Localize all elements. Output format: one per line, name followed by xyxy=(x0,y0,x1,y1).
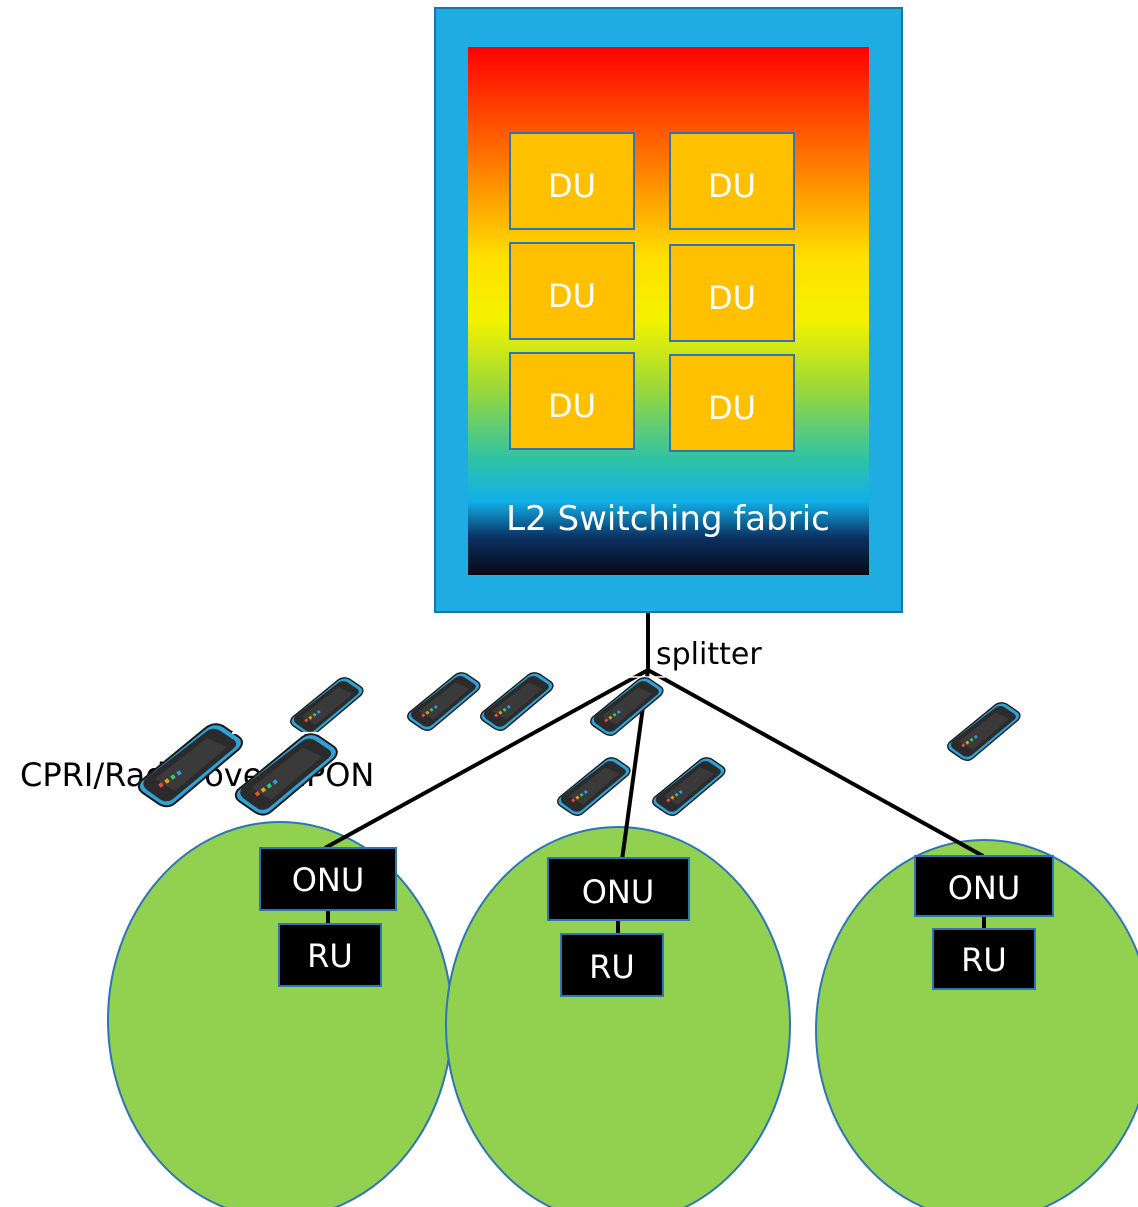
smartphone-icon xyxy=(405,671,482,731)
smartphone-icon xyxy=(555,756,632,816)
onu-label: ONU xyxy=(292,861,365,899)
onu-label: ONU xyxy=(582,873,655,911)
cell-2-coverage xyxy=(445,826,791,1207)
ru-label: RU xyxy=(307,937,353,975)
du-unit: DU xyxy=(509,242,635,340)
du-unit: DU xyxy=(509,132,635,230)
ru-label: RU xyxy=(961,941,1007,979)
du-unit: DU xyxy=(669,354,795,452)
ru-box xyxy=(278,923,382,987)
site-3: ONU RU xyxy=(914,855,1054,990)
splitter-label: splitter xyxy=(656,637,762,672)
du-grid: DU DU DU DU DU DU xyxy=(509,132,795,452)
smartphone-icon xyxy=(945,701,1022,761)
smartphone-icon xyxy=(650,756,727,816)
onu-box xyxy=(259,847,397,911)
ru-label: RU xyxy=(589,948,635,986)
du-label: DU xyxy=(708,167,756,205)
ru-box xyxy=(560,933,664,997)
du-unit: DU xyxy=(509,352,635,450)
fiber-to-onu-3 xyxy=(647,668,984,858)
bbu-pool: DU DU DU DU DU DU L2 Switchi xyxy=(434,7,903,613)
du-label: DU xyxy=(548,277,596,315)
onu-label: ONU xyxy=(948,869,1021,907)
du-unit: DU xyxy=(669,132,795,230)
smartphone-icon xyxy=(588,676,665,736)
smartphone-icon xyxy=(232,732,340,816)
smartphone-icon xyxy=(288,676,365,736)
onu-box xyxy=(914,855,1054,917)
du-label: DU xyxy=(548,167,596,205)
du-unit: DU xyxy=(669,244,795,342)
site-1: ONU RU xyxy=(259,847,397,987)
cell-3-coverage xyxy=(815,839,1138,1207)
smartphone-icon xyxy=(135,722,245,808)
smartphone-icon xyxy=(478,671,555,731)
du-label: DU xyxy=(708,389,756,427)
onu-box xyxy=(547,857,690,921)
fabric-label: L2 Switching fabric xyxy=(506,499,830,539)
du-label: DU xyxy=(708,279,756,317)
radio-sites: ONU RU ONU RU ONU RU xyxy=(259,847,1054,997)
cells xyxy=(107,821,1138,1207)
user-devices xyxy=(135,671,1022,816)
fiber-to-onu-1 xyxy=(324,668,649,850)
ru-box xyxy=(932,928,1036,990)
du-label: DU xyxy=(548,387,596,425)
site-2: ONU RU xyxy=(547,857,690,997)
